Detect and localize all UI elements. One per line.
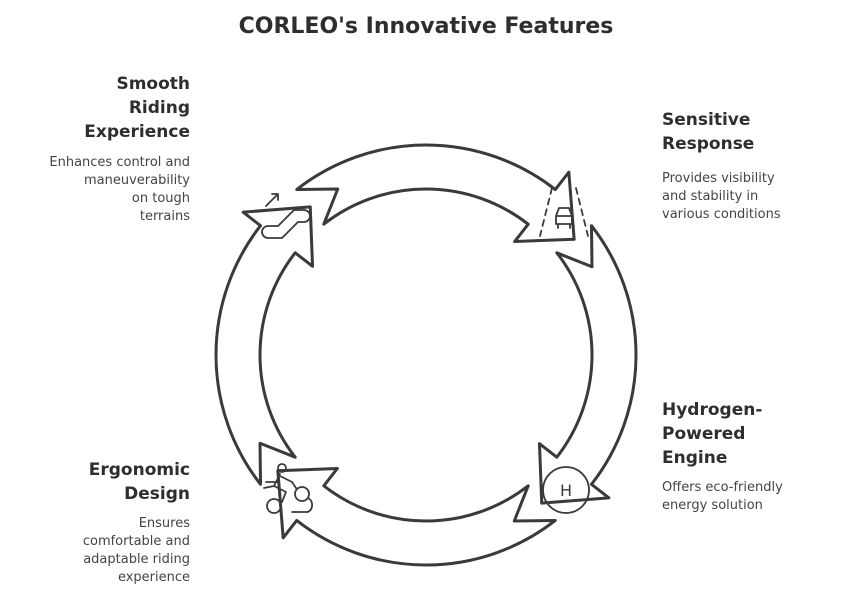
feature-desc-smooth-l1: Enhances control and <box>49 155 190 170</box>
feature-desc-sensitive-l1: Provides visibility <box>662 171 775 186</box>
escalator-arrow <box>265 193 279 207</box>
hydrogen-symbol: H <box>560 481 572 500</box>
feature-title-smooth-l3: Experience <box>84 122 190 142</box>
feature-desc-ergonomic-l4: experience <box>117 570 190 585</box>
feature-desc-sensitive: Provides visibility and stability in var… <box>662 170 842 224</box>
feature-title-sensitive-l2: Response <box>662 134 755 154</box>
feature-desc-ergonomic: Ensures comfortable and adaptable riding… <box>10 515 190 587</box>
feature-title-hydrogen-l3: Engine <box>662 448 728 468</box>
feature-desc-smooth: Enhances control and maneuverability on … <box>20 154 190 226</box>
feature-desc-ergonomic-l1: Ensures <box>138 516 190 531</box>
feature-title-smooth: Smooth Riding Experience <box>30 72 190 144</box>
feature-desc-smooth-l3: on tough <box>131 191 190 206</box>
rider-body <box>263 473 297 503</box>
feature-title-hydrogen-l1: Hydrogen- <box>662 400 763 420</box>
page-title: CORLEO's Innovative Features <box>238 14 614 39</box>
feature-desc-hydrogen-l1: Offers eco-friendly <box>662 480 783 495</box>
rider-head <box>277 463 287 473</box>
cyclist-icon <box>263 463 314 514</box>
bike-wheel-front <box>294 486 310 502</box>
arc-segment-bottom <box>276 466 557 567</box>
feature-title-sensitive-l1: Sensitive <box>662 110 751 130</box>
arc-segment-top <box>295 143 576 244</box>
feature-title-smooth-l2: Riding <box>128 98 190 118</box>
hydrogen-icon: H <box>542 466 590 514</box>
feature-desc-hydrogen-l2: energy solution <box>662 498 763 513</box>
feature-desc-sensitive-l2: and stability in <box>662 189 759 204</box>
feature-desc-ergonomic-l3: adaptable riding <box>83 552 190 567</box>
feature-title-ergonomic-l1: Ergonomic <box>88 460 190 480</box>
escalator-icon <box>261 193 311 239</box>
arc-segment-left <box>214 205 315 486</box>
feature-title-ergonomic: Ergonomic Design <box>20 458 190 506</box>
car-shape <box>555 207 573 229</box>
feature-desc-sensitive-l3: various conditions <box>662 207 781 222</box>
road-lanes <box>539 187 589 237</box>
feature-title-ergonomic-l2: Design <box>124 484 190 504</box>
hydrogen-circle <box>542 466 590 514</box>
feature-title-hydrogen-l2: Powered <box>662 424 746 444</box>
feature-desc-smooth-l2: maneuverability <box>84 173 190 188</box>
road-car-icon <box>539 187 589 237</box>
feature-desc-smooth-l4: terrains <box>139 209 190 224</box>
track-curve <box>291 497 314 513</box>
feature-desc-hydrogen: Offers eco-friendly energy solution <box>662 479 842 515</box>
escalator-body <box>261 209 311 239</box>
feature-title-sensitive: Sensitive Response <box>662 108 832 156</box>
feature-title-smooth-l1: Smooth <box>116 74 190 94</box>
arc-segment-right <box>537 224 638 505</box>
feature-title-hydrogen: Hydrogen- Powered Engine <box>662 398 832 470</box>
feature-desc-ergonomic-l2: comfortable and <box>82 534 190 549</box>
bike-wheel-back <box>266 498 282 514</box>
